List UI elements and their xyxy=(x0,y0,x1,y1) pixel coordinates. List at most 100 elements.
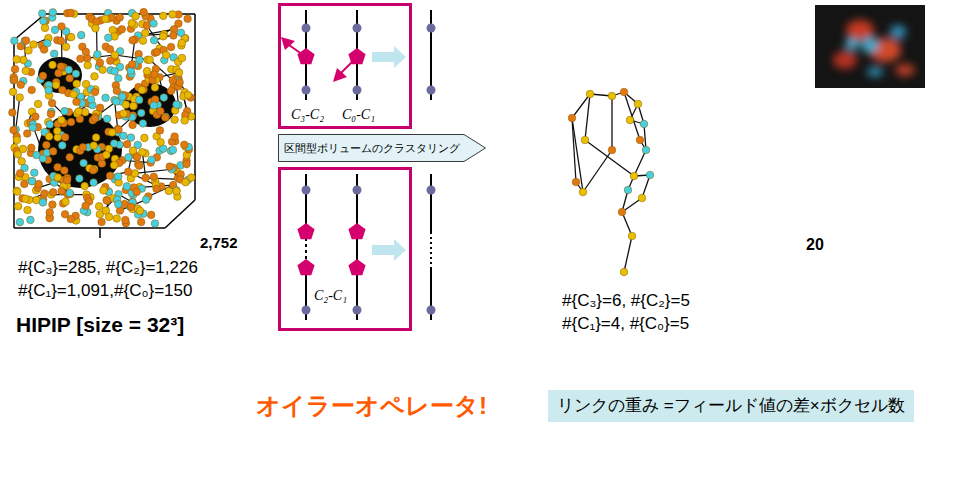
graph-vertex xyxy=(66,189,74,197)
graph-vertex xyxy=(113,87,121,95)
graph-vertex xyxy=(151,84,159,92)
graph-vertex xyxy=(94,51,102,59)
dataset-title: HIPIP [size = 32³] xyxy=(16,313,184,337)
graph-vertex xyxy=(568,114,576,122)
graph-vertex xyxy=(118,26,126,34)
graph-vertex xyxy=(10,77,18,85)
vertex-dot xyxy=(302,86,311,95)
graph-vertex xyxy=(139,37,147,45)
graph-vertex xyxy=(111,68,119,76)
graph-vertex xyxy=(46,209,54,217)
graph-vertex xyxy=(620,268,628,276)
graph-vertex xyxy=(66,75,74,83)
graph-vertex xyxy=(57,37,65,45)
arrow-shape xyxy=(279,135,486,162)
graph-vertex xyxy=(102,94,110,102)
graph-vertex xyxy=(157,138,165,146)
graph-vertex xyxy=(38,10,46,18)
pentagon-mark xyxy=(348,48,365,64)
graph-vertex xyxy=(177,29,185,37)
graph-vertex xyxy=(80,159,88,167)
graph-vertex xyxy=(103,197,111,205)
graph-vertex xyxy=(76,175,84,183)
cube-edge xyxy=(165,200,195,228)
graph-vertex xyxy=(141,134,149,142)
graph-vertex xyxy=(49,189,57,197)
graph-vertex xyxy=(159,33,167,41)
graph-vertex xyxy=(153,185,161,193)
count-label: #{C₁}=4, #{C₀}=5 xyxy=(562,314,689,334)
graph-vertex xyxy=(67,9,75,17)
graph-vertex xyxy=(40,17,48,25)
graph-vertex xyxy=(114,75,122,83)
graph-vertex xyxy=(22,37,30,45)
cube-edge xyxy=(14,227,165,229)
graph-vertex xyxy=(135,96,143,104)
graph-vertex xyxy=(53,127,61,135)
vertex-dot xyxy=(427,306,436,315)
graph-vertex xyxy=(178,54,186,62)
graph-vertex xyxy=(151,71,159,79)
vertex-dot xyxy=(353,24,362,33)
graph-vertex xyxy=(618,208,626,216)
graph-vertex xyxy=(51,26,59,34)
graph-vertex xyxy=(180,141,188,149)
graph-vertex xyxy=(120,110,128,118)
graph-vertex xyxy=(77,55,85,63)
graph-vertex xyxy=(642,146,650,154)
graph-vertex xyxy=(90,142,98,150)
graph-vertex xyxy=(608,92,616,100)
graph-vertex xyxy=(120,132,128,140)
graph-vertex xyxy=(636,136,644,144)
graph-vertex xyxy=(626,116,634,124)
graph-vertex xyxy=(79,144,87,152)
graph-vertex xyxy=(137,218,145,226)
graph-vertex xyxy=(29,124,37,132)
graph-vertex xyxy=(114,200,122,208)
pentagon-mark xyxy=(297,223,314,239)
graph-vertex xyxy=(23,130,31,138)
graph-vertex xyxy=(114,173,122,181)
graph-vertex xyxy=(136,207,144,215)
graph-vertex xyxy=(183,160,191,168)
graph-link xyxy=(572,118,583,192)
graph-vertex xyxy=(150,36,158,44)
graph-vertex xyxy=(43,141,51,149)
graph-vertex xyxy=(181,117,189,125)
graph-vertex xyxy=(92,25,100,33)
graph-vertex xyxy=(22,67,30,75)
graph-vertex xyxy=(169,146,177,154)
graph-vertex xyxy=(39,72,47,80)
graph-vertex xyxy=(13,187,21,195)
graph-vertex xyxy=(30,169,38,177)
graph-vertex xyxy=(14,202,22,210)
cube-edge xyxy=(194,14,196,200)
graph-vertex xyxy=(624,186,632,194)
pentagon-mark xyxy=(348,259,365,275)
graph-vertex xyxy=(148,156,156,164)
graph-vertex xyxy=(108,129,116,137)
graph-vertex xyxy=(157,107,165,115)
graph-vertex xyxy=(11,37,19,45)
graph-vertex xyxy=(81,182,89,190)
graph-vertex xyxy=(147,211,155,219)
pentagon-mark xyxy=(297,259,314,275)
count-label: 2,752 xyxy=(200,234,238,251)
graph-vertex xyxy=(89,166,97,174)
graph-vertex xyxy=(22,195,30,203)
pentagon-mark xyxy=(297,48,314,64)
graph-vertex xyxy=(66,190,74,198)
graph-vertex xyxy=(82,80,90,88)
graph-vertex xyxy=(50,50,58,58)
graph-vertex xyxy=(28,144,36,152)
node-text: 区間型ボリュームのクラスタリング xyxy=(284,142,460,155)
note-box: リンクの重み =フィールド値の差×ボクセル数 xyxy=(548,390,914,422)
graph-vertex xyxy=(95,202,103,210)
graph-vertex xyxy=(171,133,179,141)
graph-vertex xyxy=(171,116,179,124)
graph-vertex xyxy=(54,163,62,171)
graph-vertex xyxy=(39,199,47,207)
volume-rendering xyxy=(815,5,925,88)
graph-vertex xyxy=(102,15,110,23)
graph-vertex xyxy=(47,110,55,118)
